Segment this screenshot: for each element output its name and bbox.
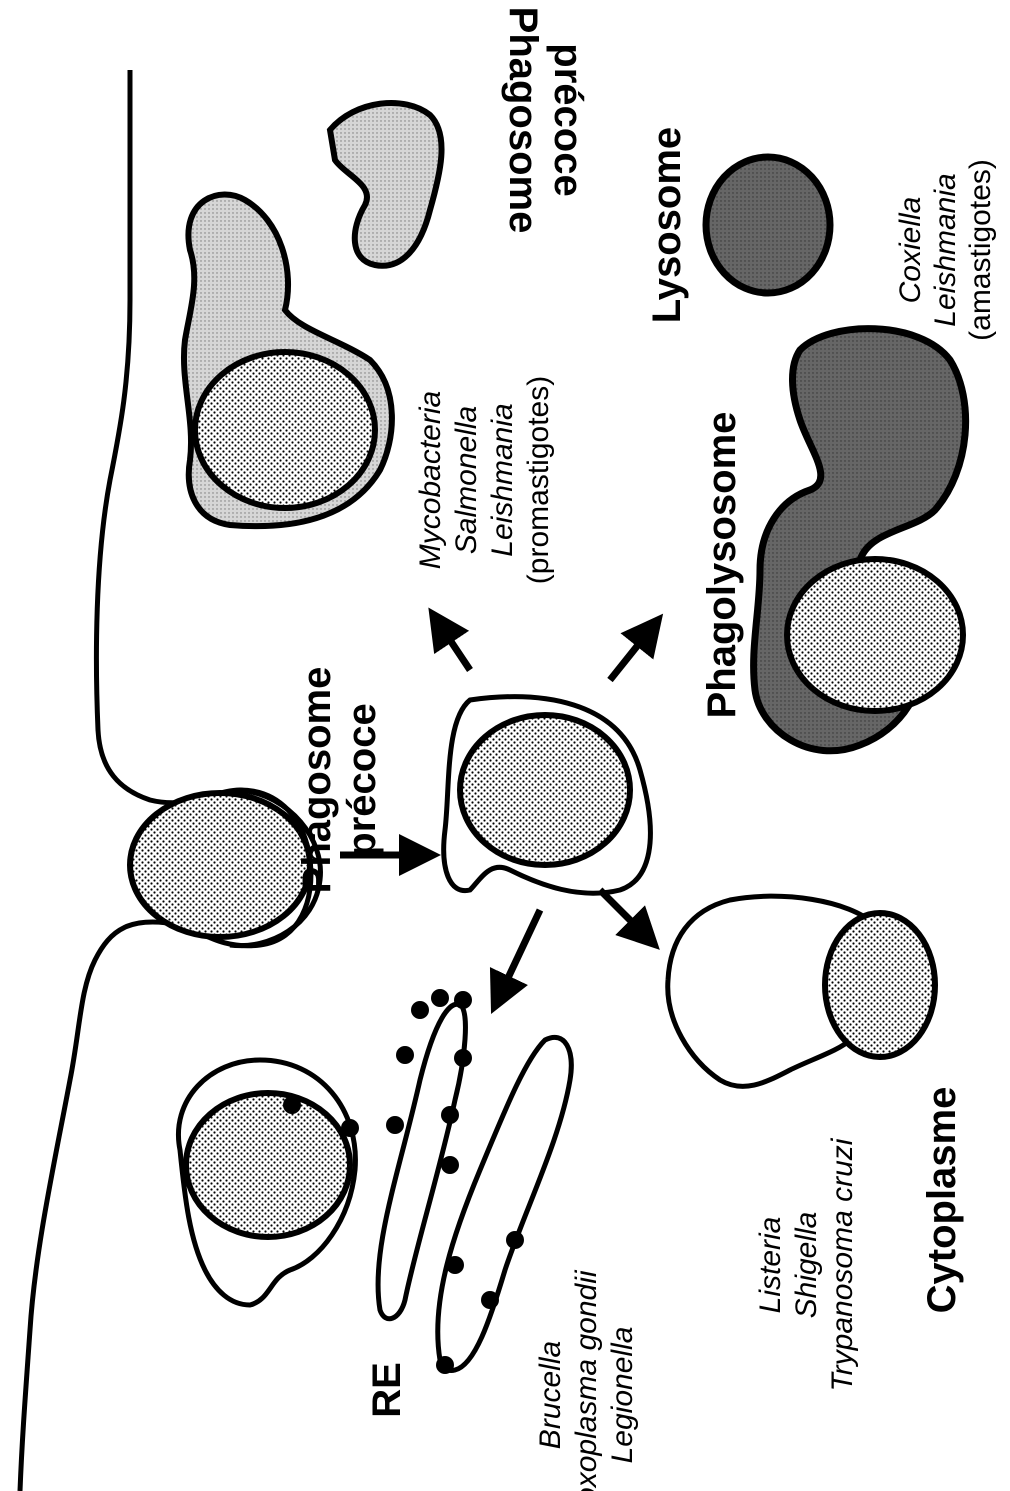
label-phagosome-precoce-1-line1: Phagosome — [295, 667, 339, 894]
label-phagosome-precoce-2-line2: précoce — [546, 43, 590, 196]
org-brucella: Brucella — [534, 1341, 567, 1449]
org-amastigotes-note: (amastigotes) — [964, 159, 997, 341]
org-promastigotes-note: (promastigotes) — [522, 376, 555, 584]
arrow-to-cytoplasme — [600, 890, 645, 935]
early-phagosome — [330, 103, 442, 266]
org-leishmania-promastigotes: Leishmania — [486, 403, 519, 556]
org-salmonella: Salmonella — [450, 406, 483, 554]
phagolysosome — [754, 329, 966, 751]
org-trypanosoma: Trypanosoma cruzi — [826, 1137, 859, 1391]
cytoplasm-escape — [668, 896, 935, 1086]
label-re: RE — [365, 1362, 409, 1418]
org-shigella: Shigella — [790, 1212, 823, 1319]
arrow-to-re — [500, 910, 540, 995]
re-vacuole — [178, 1060, 355, 1305]
label-phagolysosome: Phagolysosome — [700, 412, 744, 719]
org-toxoplasma: Toxoplasma gondii — [570, 1269, 603, 1491]
label-cytoplasme: Cytoplasme — [920, 1087, 964, 1314]
org-mycobacteria: Mycobacteria — [414, 391, 447, 569]
label-phagosome-precoce-2-line1: Phagosome — [501, 7, 545, 234]
lysosome — [706, 157, 830, 293]
label-lysosome: Lysosome — [645, 127, 689, 323]
org-legionella: Legionella — [606, 1327, 639, 1464]
arrow-to-precoce — [440, 625, 470, 670]
org-coxiella: Coxiella — [894, 197, 927, 304]
org-leishmania-amastigotes: Leishmania — [929, 173, 962, 326]
arrow-to-phagolysosome — [610, 630, 650, 680]
central-phagosome — [444, 697, 651, 894]
org-listeria: Listeria — [754, 1217, 787, 1314]
label-phagosome-precoce-1-line2: précoce — [340, 703, 384, 856]
